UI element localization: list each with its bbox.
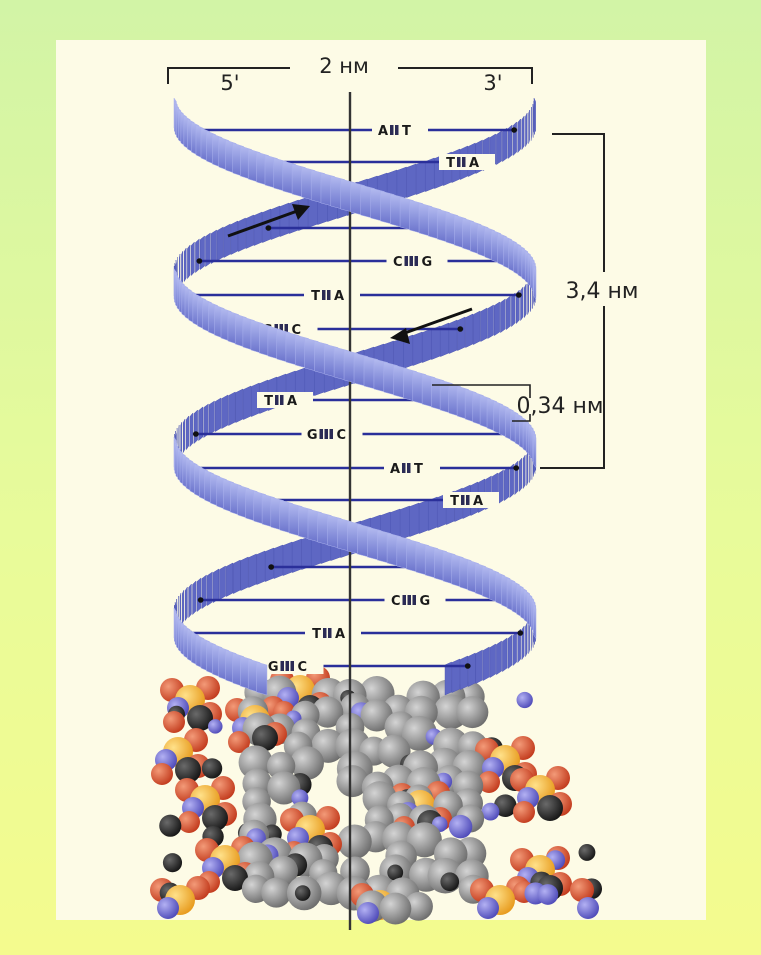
atom: [570, 878, 594, 902]
atom: [493, 794, 517, 818]
base-left: G: [307, 428, 318, 443]
atom: [336, 765, 369, 798]
base-right: T: [402, 124, 411, 139]
atom: [187, 705, 213, 731]
base-rise-label: 0,34 нм: [517, 394, 604, 419]
atom: [311, 696, 344, 728]
atom: [337, 824, 372, 859]
atom: [513, 801, 535, 823]
base-left: G: [268, 660, 279, 675]
atom: [178, 811, 200, 833]
atom: [175, 757, 201, 783]
base-right: C: [298, 660, 308, 675]
atom: [159, 814, 182, 837]
base-right: A: [334, 289, 344, 304]
base-right: A: [473, 494, 483, 509]
atom: [481, 802, 500, 821]
atom: [162, 853, 183, 873]
helix-pitch-label: 3,4 нм: [566, 279, 639, 304]
base-right: A: [335, 627, 345, 642]
base-left: T: [264, 394, 273, 409]
base-right: T: [414, 462, 423, 477]
five-prime-end-label: 5': [220, 71, 239, 95]
base-left: A: [390, 462, 400, 477]
atom: [577, 897, 599, 919]
atom: [578, 844, 596, 861]
atom: [163, 711, 185, 733]
atom: [516, 691, 533, 709]
base-right: C: [337, 428, 347, 443]
atom: [537, 884, 559, 905]
atom: [294, 885, 311, 901]
base-left: C: [391, 594, 401, 609]
atom: [456, 696, 489, 729]
base-right: A: [469, 156, 479, 171]
base-right: G: [422, 255, 433, 270]
atom: [537, 795, 563, 821]
atom: [252, 725, 278, 751]
atom: [201, 758, 223, 779]
base-left: T: [446, 156, 455, 171]
three-prime-end-label: 3': [483, 71, 502, 95]
atom: [478, 771, 500, 793]
width-bracket: [167, 67, 533, 84]
front-strand: [173, 97, 537, 696]
atom: [404, 891, 433, 921]
strand-direction-arrow-up: [227, 204, 310, 238]
helix-width-label: 2 нм: [319, 54, 369, 78]
atom: [151, 763, 173, 785]
pitch-bracket: [540, 133, 605, 469]
atom: [202, 805, 228, 831]
atom: [360, 699, 393, 732]
base-right: A: [287, 394, 297, 409]
base-left: T: [311, 289, 320, 304]
base-right: C: [292, 323, 302, 338]
atom: [448, 814, 473, 839]
atom: [157, 897, 179, 919]
atom: [228, 731, 250, 753]
base-left: C: [393, 255, 403, 270]
space-filling-model: [150, 666, 603, 925]
atom: [222, 865, 248, 891]
base-right: G: [420, 594, 431, 609]
atom: [261, 877, 292, 908]
rise-bracket: [432, 384, 531, 422]
atom: [406, 822, 442, 858]
base-left: A: [378, 124, 388, 139]
atom: [208, 719, 223, 734]
base-left: T: [450, 494, 459, 509]
atom: [440, 872, 460, 892]
atom: [357, 902, 379, 924]
base-left: T: [312, 627, 321, 642]
atom: [290, 746, 324, 780]
atom: [477, 897, 499, 919]
atom: [379, 892, 412, 925]
atom: [387, 864, 404, 881]
strand-direction-arrow-down: [390, 307, 473, 344]
